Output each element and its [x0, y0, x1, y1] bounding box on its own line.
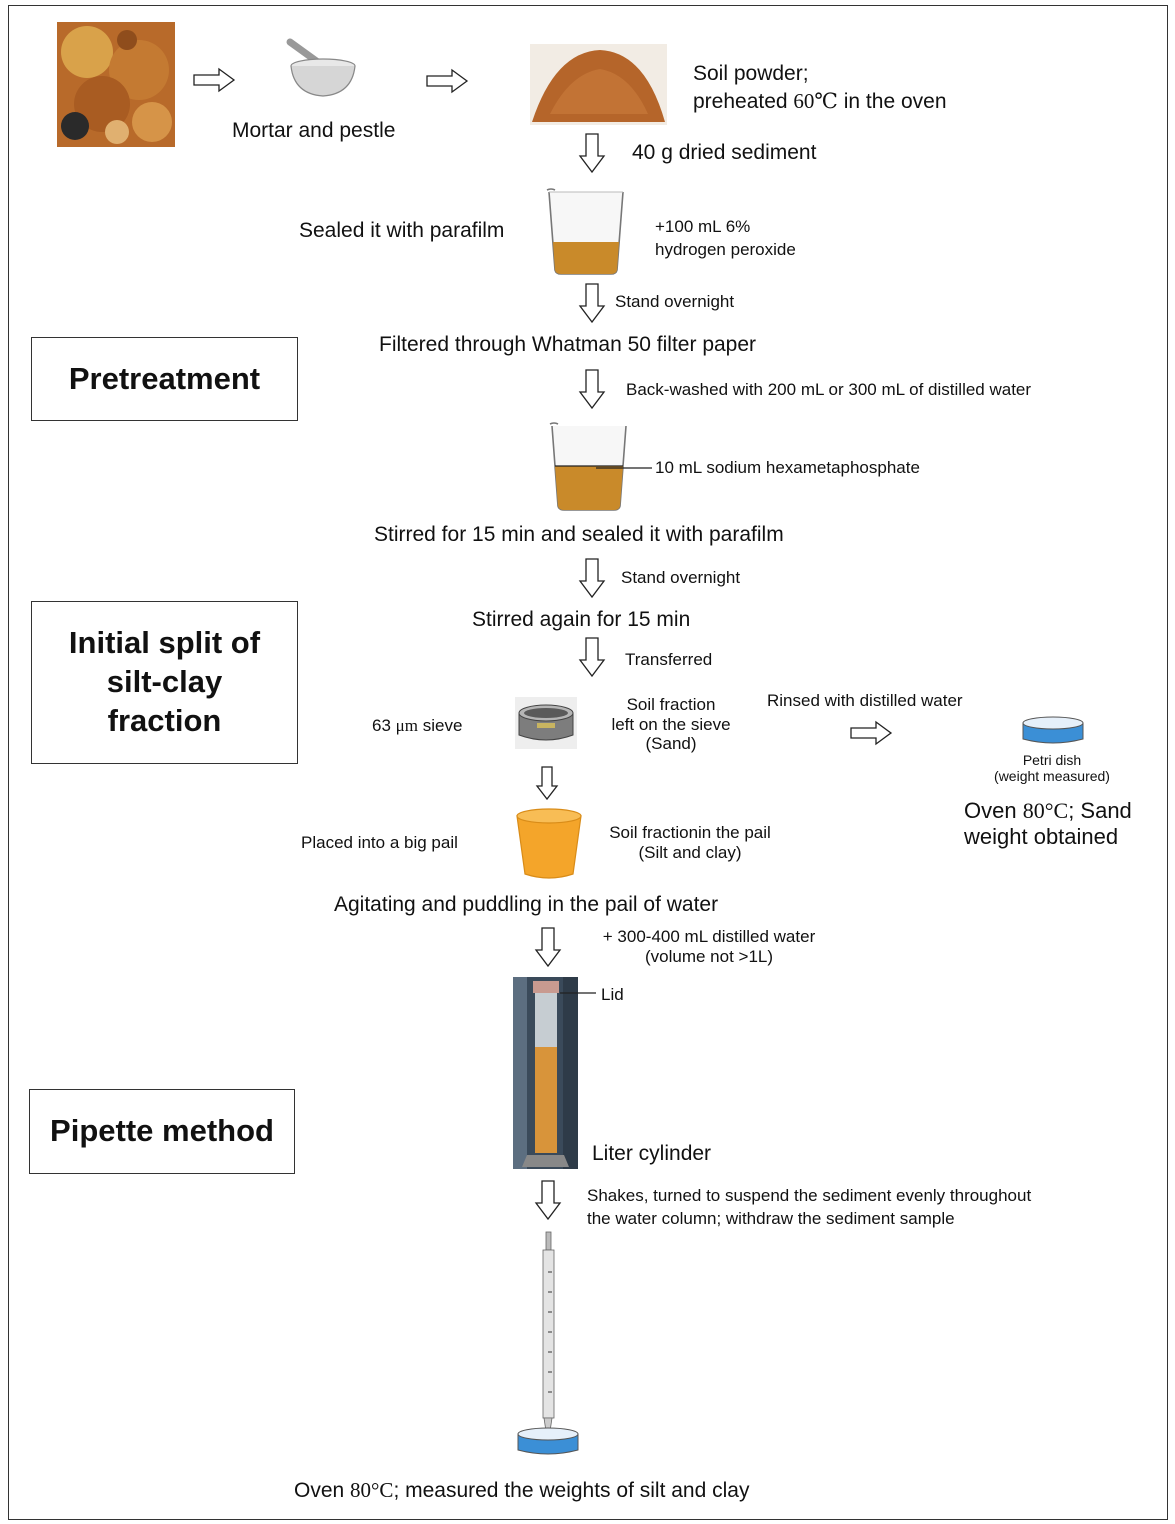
stirred-again-label: Stirred again for 15 min: [472, 608, 691, 631]
pipette-method-heading: Pipette method: [29, 1089, 295, 1174]
distilled-water-label: + 300-400 mL distilled water(volume not …: [602, 927, 816, 966]
dried-sediment-label: 40 g dried sediment: [632, 141, 817, 164]
backwashed-label: Back-washed with 200 mL or 300 mL of dis…: [626, 380, 1032, 399]
pipette-icon: [542, 1231, 555, 1439]
petri-dish-icon: [1022, 716, 1084, 744]
stirred-sealed-label: Stirred for 15 min and sealed it with pa…: [374, 523, 784, 546]
right-arrow-icon: [850, 720, 893, 746]
beaker-icon: [546, 188, 624, 275]
down-arrow-icon: [535, 766, 559, 801]
sieve-label: 63 μm sieve: [372, 716, 463, 735]
leader-line: [596, 467, 652, 469]
beaker-icon: [549, 422, 627, 511]
down-arrow-icon: [534, 927, 562, 968]
liter-cylinder-photo: [513, 977, 578, 1169]
soil-powder-photo: [530, 44, 667, 125]
rinsed-label: Rinsed with distilled water: [767, 691, 963, 710]
oven-sand-label: Oven 80°C; Sand weight obtained: [964, 798, 1132, 850]
soil-powder-preheat-label: preheated 60℃ in the oven: [693, 89, 947, 113]
pail-icon: [516, 808, 582, 879]
big-pail-label: Placed into a big pail: [301, 833, 458, 852]
soil-in-pail-label: Soil fractionin the pail(Silt and clay): [609, 823, 771, 862]
transferred-label: Transferred: [625, 650, 713, 669]
soil-powder-label: Soil powder;: [693, 62, 809, 85]
mortar-pestle-label: Mortar and pestle: [232, 119, 396, 142]
h2o2-reagent-label: hydrogen peroxide: [655, 240, 796, 259]
h2o2-amount-label: +100 mL 6%: [655, 217, 751, 236]
final-oven-label: Oven 80°C; measured the weights of silt …: [294, 1478, 750, 1502]
lid-label: Lid: [601, 985, 624, 1004]
petri-dish-icon: [517, 1427, 579, 1455]
right-arrow-icon: [426, 68, 469, 94]
pretreatment-heading: Pretreatment: [31, 337, 298, 421]
mortar-pestle-icon: [286, 38, 356, 97]
down-arrow-icon: [534, 1180, 562, 1221]
shakes-label: Shakes, turned to suspend the sediment e…: [587, 1186, 1032, 1228]
sieve-photo: [515, 697, 577, 749]
down-arrow-icon: [578, 369, 606, 410]
stand-overnight-label-2: Stand overnight: [621, 568, 741, 587]
petri-dish-label: Petri dish(weight measured): [994, 752, 1110, 785]
leader-line: [560, 992, 596, 994]
down-arrow-icon: [578, 637, 606, 678]
diagram-frame: [8, 5, 1168, 1520]
sodium-hexametaphosphate-label: 10 mL sodium hexametaphosphate: [655, 458, 920, 477]
stand-overnight-label: Stand overnight: [615, 292, 735, 311]
right-arrow-icon: [193, 67, 236, 93]
liter-cylinder-label: Liter cylinder: [592, 1142, 712, 1165]
down-arrow-icon: [578, 283, 606, 324]
down-arrow-icon: [578, 558, 606, 599]
agitating-label: Agitating and puddling in the pail of wa…: [334, 893, 719, 916]
soil-sample-photo: [57, 22, 175, 147]
down-arrow-icon: [578, 133, 606, 174]
filtered-label: Filtered through Whatman 50 filter paper: [379, 333, 757, 356]
sealed-parafilm-label: Sealed it with parafilm: [299, 219, 505, 242]
